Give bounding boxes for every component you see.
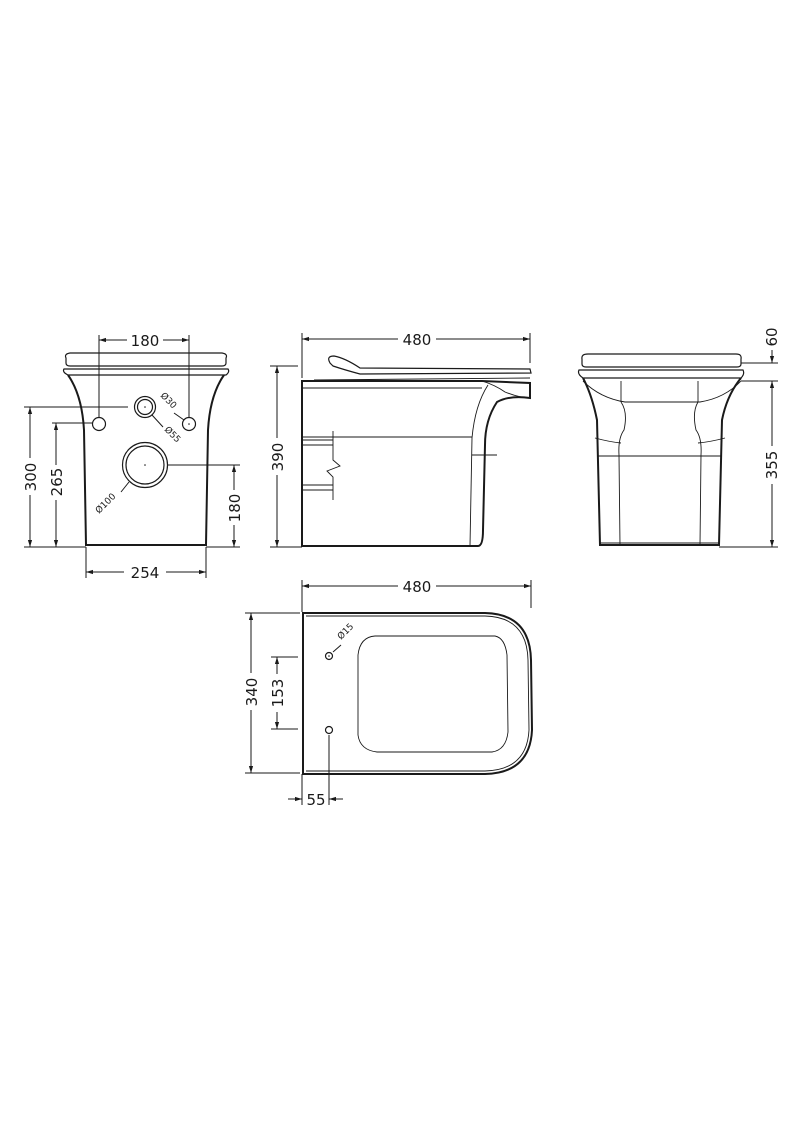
seat-ring-front xyxy=(62,368,230,376)
break-symbol xyxy=(326,431,341,500)
pan-body-front xyxy=(67,374,225,546)
dim-base-width: 254 xyxy=(131,564,160,582)
plan-view: Ø15 480 340 153 55 xyxy=(243,578,534,809)
label-dia-100: Ø100 xyxy=(93,491,118,516)
pan-body-end xyxy=(582,377,742,546)
dim-inlet-height: 265 xyxy=(48,468,66,497)
seat-lid-end xyxy=(581,353,742,368)
seat-lid-side xyxy=(328,355,532,375)
dim-side-length: 480 xyxy=(403,331,432,349)
end-view: 60 355 xyxy=(577,327,781,548)
fixing-hole-top xyxy=(324,651,334,661)
seat-lid-front xyxy=(64,352,228,367)
seat-ring-end xyxy=(577,369,745,379)
outlet-hole-outer xyxy=(121,441,169,489)
dim-plan-width: 340 xyxy=(243,678,261,707)
hole-left xyxy=(91,416,107,432)
dim-fixing-offset: 55 xyxy=(306,791,325,809)
seat-outline-plan xyxy=(302,612,534,775)
fixing-hole-bottom xyxy=(324,725,334,735)
label-dia-30: Ø30 xyxy=(158,390,179,411)
label-dia-55: Ø55 xyxy=(162,424,183,445)
dim-side-height: 390 xyxy=(269,443,287,472)
label-dia-15: Ø15 xyxy=(335,621,356,642)
dim-fixing-spacing: 153 xyxy=(269,679,287,708)
outlet-hole-inner xyxy=(125,445,165,485)
dim-plan-length: 480 xyxy=(403,578,432,596)
pan-body-side xyxy=(301,380,531,547)
front-view: 180 300 265 180 254 Ø30 Ø55 Ø100 xyxy=(22,332,244,582)
dim-hole-spacing: 180 xyxy=(131,332,160,350)
dim-pan-height: 355 xyxy=(763,451,781,480)
inlet-hole-inner xyxy=(136,398,154,416)
side-view: 480 390 xyxy=(269,331,532,548)
dim-overall-height: 300 xyxy=(22,463,40,492)
dim-outlet-height: 180 xyxy=(226,494,244,523)
inlet-hole-outer xyxy=(133,395,157,419)
dim-seat-thickness: 60 xyxy=(763,327,781,346)
seat-opening-plan xyxy=(357,635,509,753)
